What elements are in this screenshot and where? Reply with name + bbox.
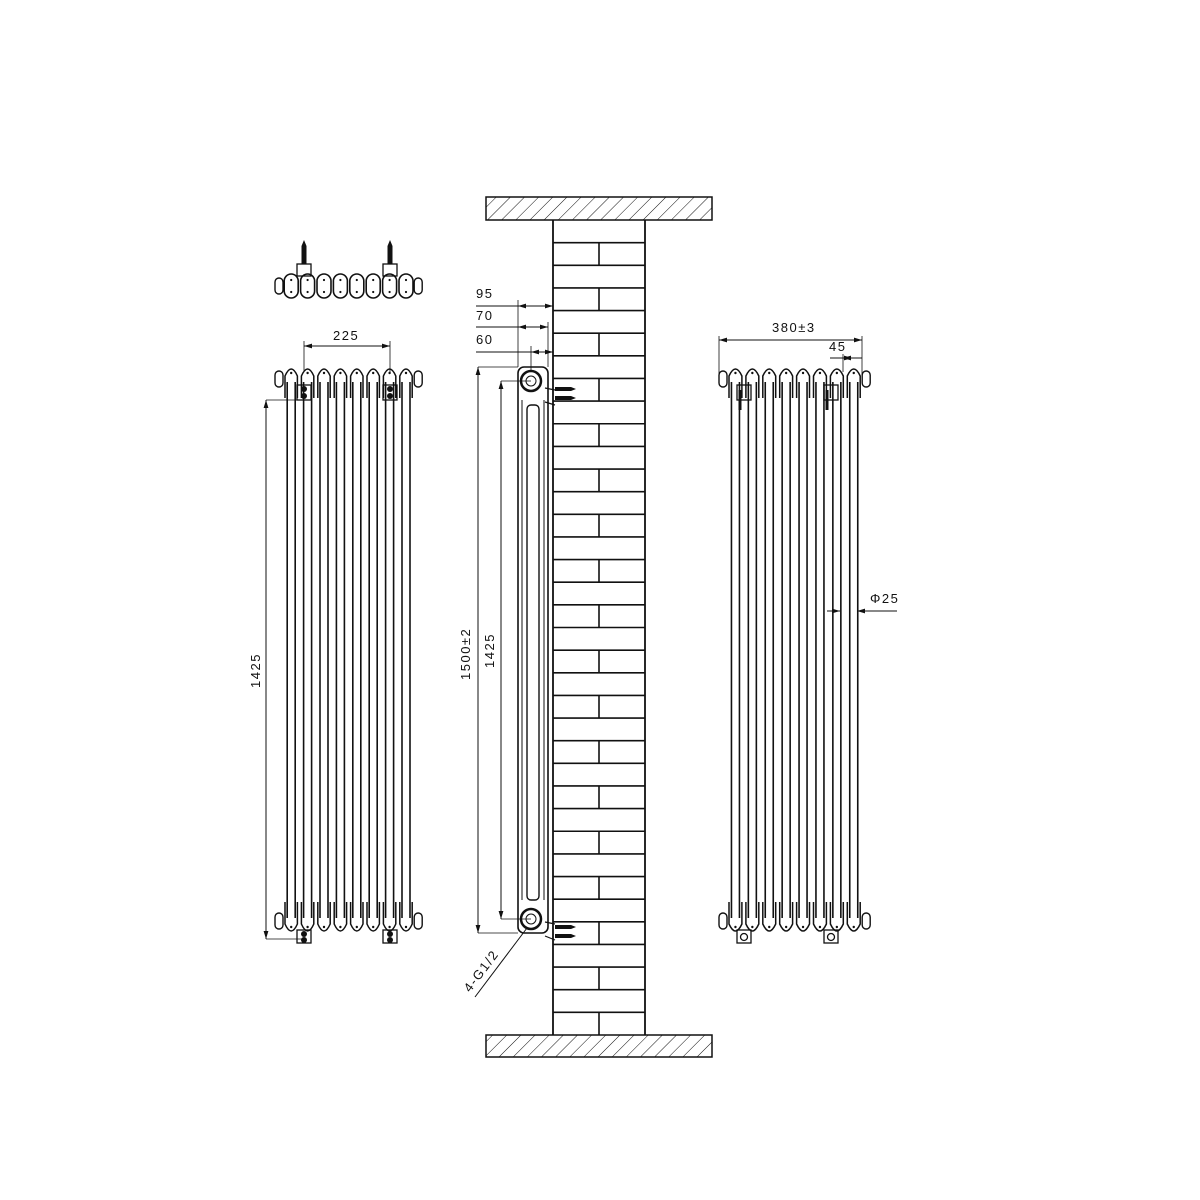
rear-view [718, 368, 871, 944]
dim-1500-label: 1500±2 [458, 628, 473, 680]
dim-70-label: 70 [476, 308, 493, 323]
front-view [274, 368, 423, 944]
dim-1425-side-label: 1425 [482, 633, 497, 668]
dim-380-label: 380±3 [772, 320, 816, 335]
dim-95-label: 95 [476, 286, 493, 301]
rear-view-dimensions: 380±3 45 Φ25 [718, 320, 899, 614]
dim-225-label: 225 [333, 328, 359, 343]
ceiling-slab [485, 196, 713, 221]
side-view: 95 70 60 1500±2 1425 4-G1/2 [458, 286, 576, 998]
top-wall-plug-icon [555, 387, 576, 400]
connection-thread-label: 4-G1/2 [460, 947, 501, 995]
dim-60-label: 60 [476, 332, 493, 347]
front-view-dimensions: 225 1425 [248, 328, 391, 940]
wall-section [485, 196, 713, 1058]
side-radiator-body [517, 366, 549, 934]
floor-slab [485, 1034, 713, 1058]
top-plan-view [274, 240, 423, 299]
dim-diameter-25-label: Φ25 [870, 591, 899, 606]
dim-1425-front-label: 1425 [248, 653, 263, 688]
bottom-wall-plug-icon [555, 925, 576, 938]
dim-45-label: 45 [829, 339, 846, 354]
brick-wall [552, 220, 646, 1035]
